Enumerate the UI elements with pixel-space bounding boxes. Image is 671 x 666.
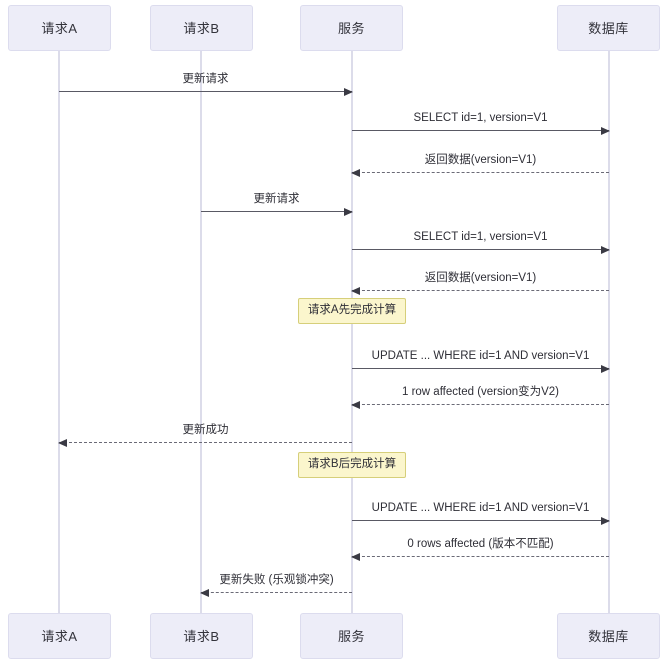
message-label-m7: UPDATE ... WHERE id=1 AND version=V1 bbox=[371, 349, 590, 362]
arrowhead-left-icon bbox=[351, 286, 360, 295]
message-label-m10: UPDATE ... WHERE id=1 AND version=V1 bbox=[371, 501, 590, 514]
actor-label-b: 请求B bbox=[183, 628, 220, 644]
message-line-m3 bbox=[351, 168, 609, 177]
message-label-m12: 更新失败 (乐观锁冲突) bbox=[219, 573, 334, 586]
actor-box-s-top[interactable]: 服务 bbox=[300, 5, 403, 51]
arrowhead-right-icon bbox=[601, 364, 610, 373]
message-line-m10 bbox=[352, 516, 610, 525]
arrowhead-right-icon bbox=[601, 245, 610, 254]
lifeline-b bbox=[200, 51, 202, 613]
actor-label-d: 数据库 bbox=[588, 20, 629, 36]
message-line-m11 bbox=[351, 552, 609, 561]
actor-label-d: 数据库 bbox=[588, 628, 629, 644]
note-label-n2: 请求B后完成计算 bbox=[307, 458, 397, 471]
message-line-m12 bbox=[200, 588, 352, 597]
message-label-m3: 返回数据(version=V1) bbox=[424, 153, 537, 166]
message-label-m2: SELECT id=1, version=V1 bbox=[413, 111, 548, 124]
message-label-m6: 返回数据(version=V1) bbox=[424, 271, 537, 284]
note-n1[interactable]: 请求A先完成计算 bbox=[298, 298, 406, 324]
message-label-m9: 更新成功 bbox=[182, 423, 229, 436]
message-line-m1 bbox=[59, 87, 353, 96]
message-line-m2 bbox=[352, 126, 610, 135]
message-line-m8 bbox=[351, 400, 609, 409]
actor-label-a: 请求A bbox=[41, 628, 78, 644]
message-line-m5 bbox=[352, 245, 610, 254]
message-label-m1: 更新请求 bbox=[182, 72, 229, 85]
note-label-n1: 请求A先完成计算 bbox=[307, 304, 397, 317]
arrowhead-right-icon bbox=[344, 207, 353, 216]
message-line-m4 bbox=[201, 207, 353, 216]
note-n2[interactable]: 请求B后完成计算 bbox=[298, 452, 406, 478]
message-line-m9 bbox=[58, 438, 352, 447]
arrowhead-right-icon bbox=[344, 87, 353, 96]
message-label-m11: 0 rows affected (版本不匹配) bbox=[407, 537, 554, 550]
arrowhead-left-icon bbox=[200, 588, 209, 597]
arrowhead-left-icon bbox=[58, 438, 67, 447]
arrowhead-right-icon bbox=[601, 126, 610, 135]
actor-box-a-bottom[interactable]: 请求A bbox=[8, 613, 111, 659]
lifeline-s bbox=[351, 51, 353, 613]
actor-box-a-top[interactable]: 请求A bbox=[8, 5, 111, 51]
actor-box-s-bottom[interactable]: 服务 bbox=[300, 613, 403, 659]
arrowhead-left-icon bbox=[351, 168, 360, 177]
actor-label-s: 服务 bbox=[337, 628, 365, 644]
lifeline-a bbox=[58, 51, 60, 613]
actor-box-b-top[interactable]: 请求B bbox=[150, 5, 253, 51]
actor-label-a: 请求A bbox=[41, 20, 78, 36]
message-label-m8: 1 row affected (version变为V2) bbox=[401, 385, 560, 398]
message-label-m4: 更新请求 bbox=[253, 192, 300, 205]
arrowhead-left-icon bbox=[351, 400, 360, 409]
actor-box-b-bottom[interactable]: 请求B bbox=[150, 613, 253, 659]
actor-label-s: 服务 bbox=[337, 20, 365, 36]
message-line-m7 bbox=[352, 364, 610, 373]
actor-box-d-top[interactable]: 数据库 bbox=[557, 5, 660, 51]
lifeline-d bbox=[608, 51, 610, 613]
arrowhead-left-icon bbox=[351, 552, 360, 561]
message-line-m6 bbox=[351, 286, 609, 295]
actor-box-d-bottom[interactable]: 数据库 bbox=[557, 613, 660, 659]
actor-label-b: 请求B bbox=[183, 20, 220, 36]
message-label-m5: SELECT id=1, version=V1 bbox=[413, 230, 548, 243]
arrowhead-right-icon bbox=[601, 516, 610, 525]
